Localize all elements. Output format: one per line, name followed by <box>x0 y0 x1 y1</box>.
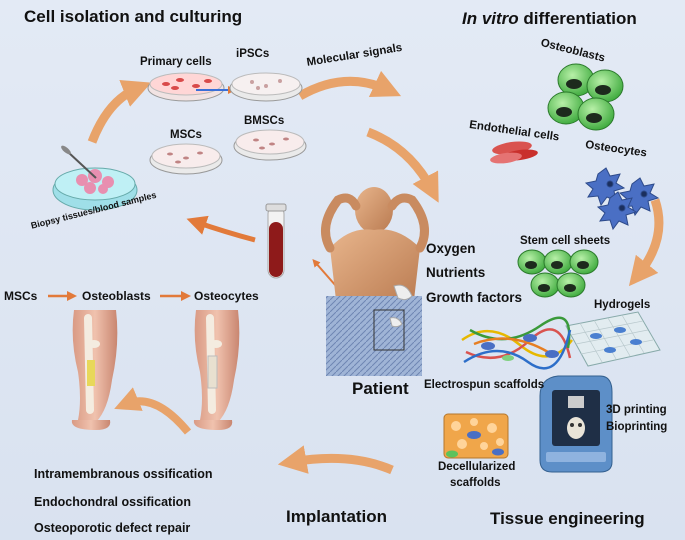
leg-after <box>193 310 240 430</box>
arrow-patient-to-tube <box>312 258 337 287</box>
factor-oxygen: Oxygen <box>426 241 476 256</box>
leg-before <box>71 310 118 430</box>
lineage-osteoblasts: Osteoblasts <box>82 289 151 303</box>
section-title-implantation: Implantation <box>286 507 388 526</box>
ipscs-label: iPSCs <box>236 48 270 60</box>
patient-figure <box>321 187 429 376</box>
bioprinter <box>539 375 613 473</box>
decellularized-label-1: Decellularized <box>438 461 516 473</box>
cycle-arrow-to-differentiation <box>297 70 402 100</box>
mscs-dish <box>149 143 223 175</box>
patient-label: Patient <box>352 379 409 398</box>
differentiation-text: differentiation <box>518 9 637 28</box>
section-title-tissue-engineering: Tissue engineering <box>490 509 645 528</box>
osteocyte-cells <box>584 167 660 231</box>
endothelial-cells <box>490 141 538 164</box>
outcome-osteoporotic: Osteoporotic defect repair <box>34 521 191 535</box>
section-title-in-vitro: In vitro differentiation <box>462 10 637 27</box>
outcome-endochondral: Endochondral ossification <box>34 495 191 509</box>
cycle-arrow-between-legs <box>114 387 192 435</box>
biopsy-dish <box>52 145 138 211</box>
mscs-label: MSCs <box>170 129 202 141</box>
primary-cells-label: Primary cells <box>140 56 212 68</box>
printing-label-2: Bioprinting <box>606 421 668 433</box>
electrospun-scaffolds-label: Electrospun scaffolds <box>424 379 545 391</box>
lineage-mscs: MSCs <box>4 289 38 303</box>
decellularized-label-2: scaffolds <box>450 477 501 489</box>
ipscs-dish <box>229 72 303 102</box>
cycle-arrow-to-implantation <box>277 445 394 475</box>
hydrogel-grid <box>565 311 661 367</box>
electrospun-cells <box>481 334 559 361</box>
cycle-arrow-biopsy-to-culture <box>87 79 152 144</box>
bmscs-dish <box>233 129 307 161</box>
outcome-intramembranous: Intramembranous ossification <box>34 467 213 481</box>
section-title-cell-isolation: Cell isolation and culturing <box>24 7 243 26</box>
factor-nutrients: Nutrients <box>426 265 486 280</box>
osteoblast-cells <box>547 63 624 131</box>
stem-cell-sheets-label: Stem cell sheets <box>520 235 611 247</box>
cycle-arrow-to-tissue-engineering <box>628 198 664 287</box>
electrospun-fibers <box>461 316 574 370</box>
cycle-arrow-to-blood-tube <box>186 215 256 243</box>
cycle-arrow-to-patient <box>366 127 439 203</box>
bmscs-label: BMSCs <box>244 115 285 127</box>
in-vitro-italic: In vitro <box>462 9 519 28</box>
stem-cell-sheet-cells <box>517 249 599 298</box>
lineage-osteocytes: Osteocytes <box>194 289 259 303</box>
primary-cells-dish <box>147 72 236 102</box>
hydrogels-label: Hydrogels <box>594 299 651 311</box>
blood-tube <box>265 203 287 279</box>
decellularized-block <box>443 413 509 459</box>
factor-growth-factors: Growth factors <box>426 290 523 305</box>
printing-label-1: 3D printing <box>606 404 667 416</box>
